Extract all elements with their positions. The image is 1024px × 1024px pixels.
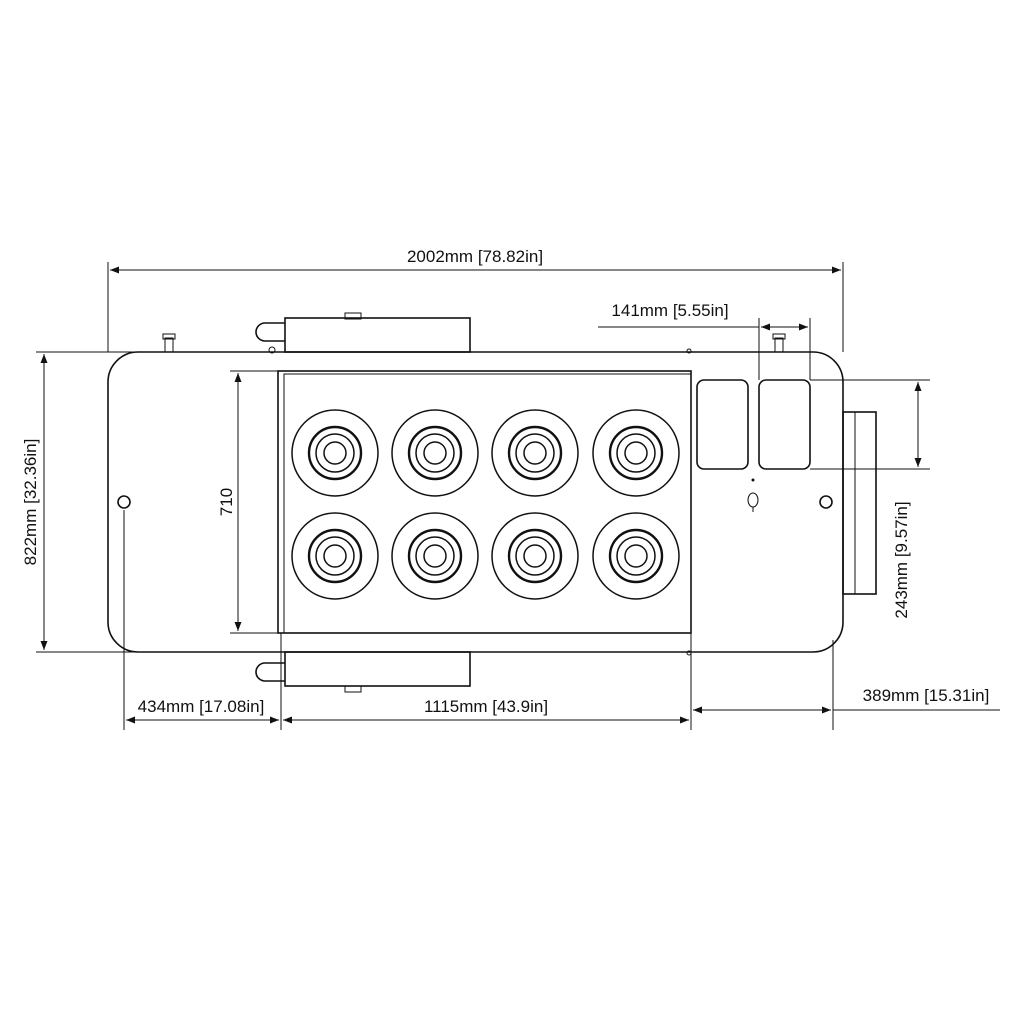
module-width-label: 141mm [5.55in] bbox=[611, 301, 728, 320]
burner bbox=[391, 512, 479, 600]
burner-ring bbox=[507, 528, 563, 584]
burner-ring bbox=[415, 433, 455, 473]
dim-overall-width bbox=[36, 351, 140, 653]
burner-ring bbox=[323, 544, 347, 568]
module-height-label: 243mm [9.57in] bbox=[892, 501, 911, 618]
burner-ring bbox=[592, 409, 680, 497]
inner-height-label: 710 bbox=[217, 488, 236, 516]
dim-overall-length bbox=[107, 262, 844, 352]
right-mount-hole bbox=[819, 495, 833, 509]
burner-ring bbox=[391, 512, 479, 600]
burner-ring bbox=[391, 409, 479, 497]
burner-ring bbox=[307, 528, 363, 584]
burner-ring bbox=[315, 536, 355, 576]
indicator-light-icon bbox=[747, 478, 759, 512]
burner bbox=[291, 512, 379, 600]
top-mounting-bracket bbox=[255, 312, 471, 354]
burner bbox=[491, 409, 579, 497]
burner-ring bbox=[523, 441, 547, 465]
burner-ring bbox=[291, 409, 379, 497]
dim-left-offset bbox=[123, 510, 282, 730]
top-screw bbox=[686, 348, 692, 354]
burner-ring bbox=[407, 528, 463, 584]
dim-right-offset bbox=[693, 640, 1000, 730]
burner bbox=[391, 409, 479, 497]
burner-ring bbox=[491, 409, 579, 497]
burner-ring bbox=[592, 512, 680, 600]
burner-ring bbox=[407, 425, 463, 481]
burner bbox=[592, 409, 680, 497]
dim-module-width bbox=[598, 318, 811, 380]
burner-ring bbox=[315, 433, 355, 473]
top-left-fitting bbox=[162, 333, 176, 353]
overall-width-label: 822mm [32.36in] bbox=[21, 439, 40, 566]
burner-ring bbox=[491, 512, 579, 600]
dim-tray-length bbox=[283, 633, 692, 730]
burner-ring bbox=[624, 441, 648, 465]
burner bbox=[592, 512, 680, 600]
side-attachment bbox=[842, 411, 877, 595]
burner-ring bbox=[323, 441, 347, 465]
bottom-mounting-bracket bbox=[255, 651, 471, 693]
burner-ring bbox=[608, 425, 664, 481]
left-mount-hole bbox=[117, 495, 131, 509]
inner-tray-inset bbox=[283, 373, 692, 634]
dim-inner-height bbox=[230, 370, 278, 634]
burner-ring bbox=[523, 544, 547, 568]
control-module-right bbox=[758, 379, 811, 470]
burner-grid bbox=[291, 409, 680, 600]
top-right-fitting bbox=[772, 333, 786, 353]
burner-ring bbox=[507, 425, 563, 481]
burner-ring bbox=[608, 528, 664, 584]
burner-ring bbox=[415, 536, 455, 576]
burner-ring bbox=[291, 512, 379, 600]
left-offset-label: 434mm [17.08in] bbox=[138, 697, 265, 716]
control-module-left bbox=[696, 379, 749, 470]
burner-ring bbox=[423, 544, 447, 568]
burner-ring bbox=[616, 536, 656, 576]
burner-ring bbox=[624, 544, 648, 568]
burner-ring bbox=[515, 536, 555, 576]
burner bbox=[491, 512, 579, 600]
burner-ring bbox=[515, 433, 555, 473]
tray-length-label: 1115mm [43.9in] bbox=[424, 697, 548, 716]
dim-module-height bbox=[810, 379, 930, 470]
right-offset-label: 389mm [15.31in] bbox=[863, 686, 990, 705]
burner-ring bbox=[616, 433, 656, 473]
burner-ring bbox=[307, 425, 363, 481]
overall-length-label: 2002mm [78.82in] bbox=[407, 247, 543, 266]
burner bbox=[291, 409, 379, 497]
burner-ring bbox=[423, 441, 447, 465]
